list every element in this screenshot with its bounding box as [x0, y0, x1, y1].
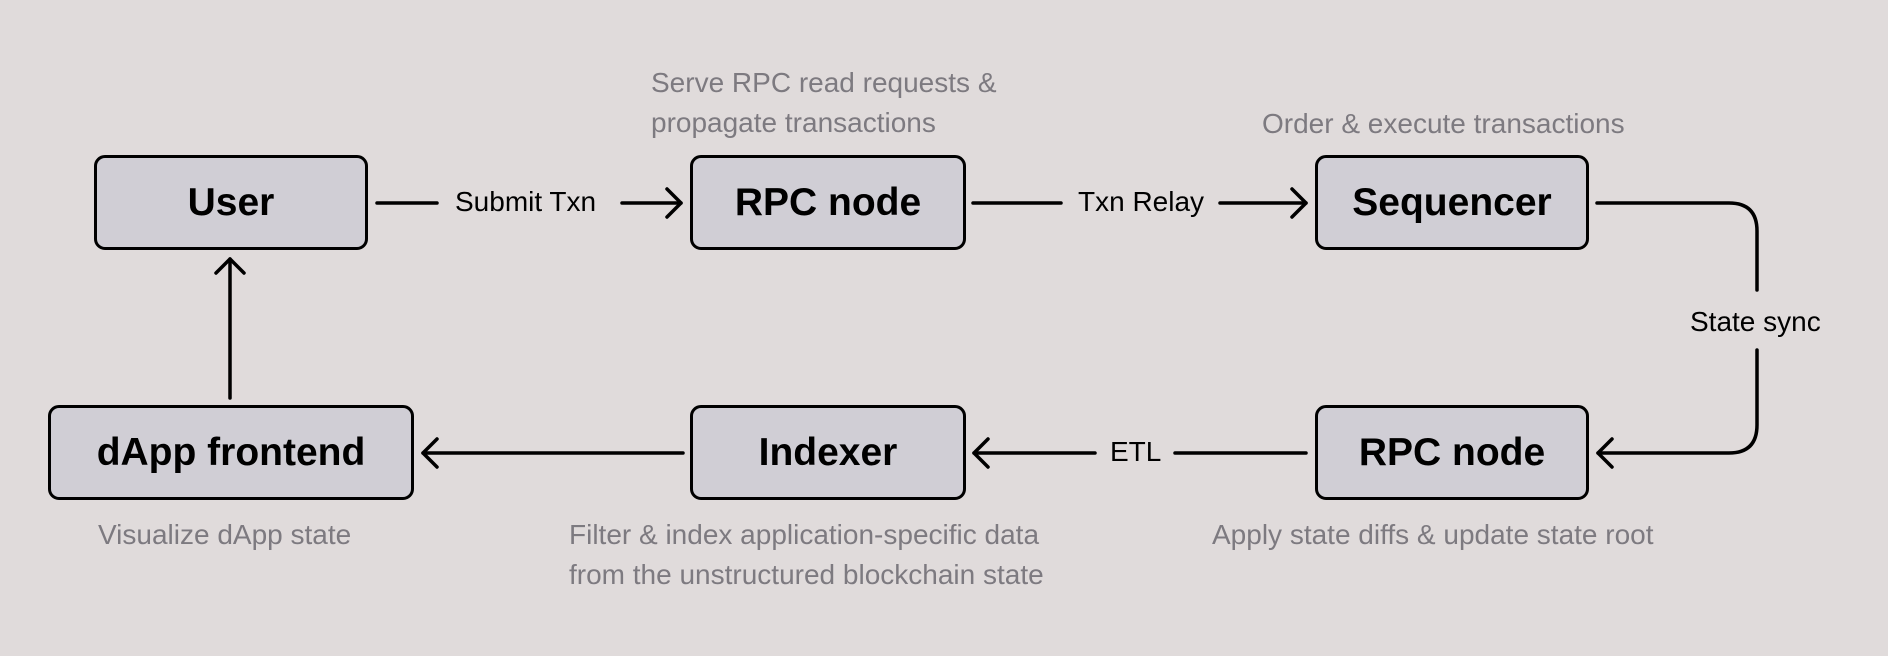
rpc-node-top-note-line-2: propagate transactions — [651, 107, 936, 138]
txn-relay-label: Txn Relay — [1078, 186, 1205, 217]
dapp-frontend-node: dApp frontend — [48, 405, 414, 500]
indexer-to-frontend-arrowhead — [421, 437, 439, 469]
indexer-node: Indexer — [690, 405, 966, 500]
txn-relay-arrowhead — [1290, 187, 1308, 219]
sequencer-node: Sequencer — [1315, 155, 1589, 250]
indexer-note: Filter & index application-specific data… — [569, 515, 1044, 595]
indexer-note-line-1: Filter & index application-specific data — [569, 519, 1040, 550]
etl-label: ETL — [1110, 436, 1162, 467]
submit-txn-label: Submit Txn — [455, 186, 597, 217]
rpc-node-bottom-note: Apply state diffs & update state root — [1212, 519, 1654, 550]
rpc-node-top: RPC node — [690, 155, 966, 250]
etl-arrowhead — [972, 437, 990, 469]
dapp-frontend-note: Visualize dApp state — [98, 519, 352, 550]
state-sync-line-bottom — [1596, 348, 1759, 455]
state-sync-label: State sync — [1690, 306, 1821, 337]
indexer-note-line-2: from the unstructured blockchain state — [569, 559, 1044, 590]
submit-txn-arrowhead — [665, 187, 683, 219]
state-sync-arrowhead — [1596, 437, 1614, 469]
frontend-to-user-arrowhead — [214, 257, 246, 275]
rpc-node-top-note: Serve RPC read requests & propagate tran… — [651, 63, 997, 143]
user-node: User — [94, 155, 368, 250]
rpc-node-top-note-line-1: Serve RPC read requests & — [651, 67, 997, 98]
sequencer-note: Order & execute transactions — [1262, 108, 1625, 139]
state-sync-line-top — [1595, 201, 1759, 292]
rpc-node-bottom: RPC node — [1315, 405, 1589, 500]
